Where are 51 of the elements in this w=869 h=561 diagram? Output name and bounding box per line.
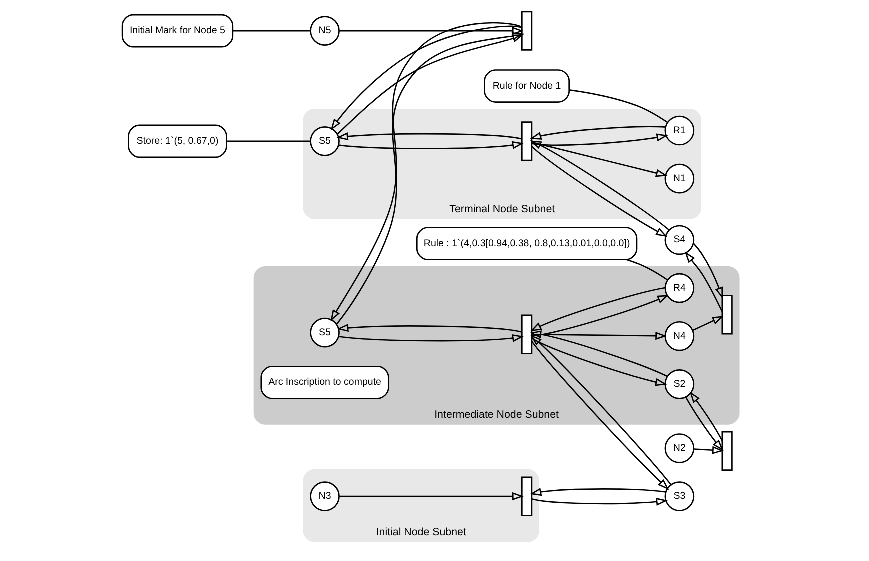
node-circle: S5 <box>310 318 340 348</box>
node-circle: S2 <box>664 370 695 400</box>
node-circle: N2 <box>664 434 695 464</box>
node-circle: N3 <box>310 482 340 512</box>
arrow <box>693 243 724 300</box>
node-circle: N4 <box>664 321 695 352</box>
node-circle: S3 <box>664 482 695 512</box>
node-circle: N5 <box>310 16 340 46</box>
arrow <box>530 126 666 140</box>
node-bar <box>522 11 533 51</box>
node-bar <box>722 431 733 471</box>
node-box: Rule for Node 1 <box>484 70 570 103</box>
arrow <box>337 34 524 135</box>
node-bar <box>522 476 533 516</box>
arrow <box>532 295 670 337</box>
arrow <box>530 287 666 332</box>
arrow <box>690 392 723 442</box>
arrow <box>684 252 723 312</box>
arrow <box>532 338 668 386</box>
arrow <box>339 492 524 501</box>
node-box: Rule : 1`(4,0.3[0.94,0.38, 0.8,0.13,0.01,0.0,0.0]) <box>416 227 638 260</box>
node-circle: R1 <box>664 116 695 146</box>
node-circle: R4 <box>664 273 695 304</box>
arrow <box>532 142 668 178</box>
arrow <box>685 396 724 452</box>
node-box: Initial Mark for Node 5 <box>122 14 234 48</box>
node-box: Store: 1`(5, 0.67,0) <box>128 124 228 158</box>
node-box: Arc Inscription to compute <box>260 366 390 400</box>
node-bar <box>722 295 733 335</box>
node-bar <box>522 314 533 354</box>
arrow <box>532 134 668 146</box>
arrow <box>530 488 666 496</box>
arrow <box>336 132 522 141</box>
arrow <box>338 141 524 150</box>
arrow <box>532 498 668 506</box>
node-bar <box>522 122 533 162</box>
arrow <box>530 330 668 378</box>
arrow <box>338 334 524 342</box>
connector <box>233 30 311 32</box>
arrow <box>339 27 524 36</box>
node-circle: S5 <box>310 126 340 156</box>
node-circle: N1 <box>664 164 695 194</box>
arrow <box>532 332 668 340</box>
connector <box>227 140 310 142</box>
connector <box>569 90 668 124</box>
node-circle: S4 <box>664 225 695 256</box>
arrow <box>692 316 724 332</box>
arrow <box>694 446 724 454</box>
connector <box>626 259 668 281</box>
arrow <box>337 324 522 333</box>
arrow <box>330 26 522 131</box>
